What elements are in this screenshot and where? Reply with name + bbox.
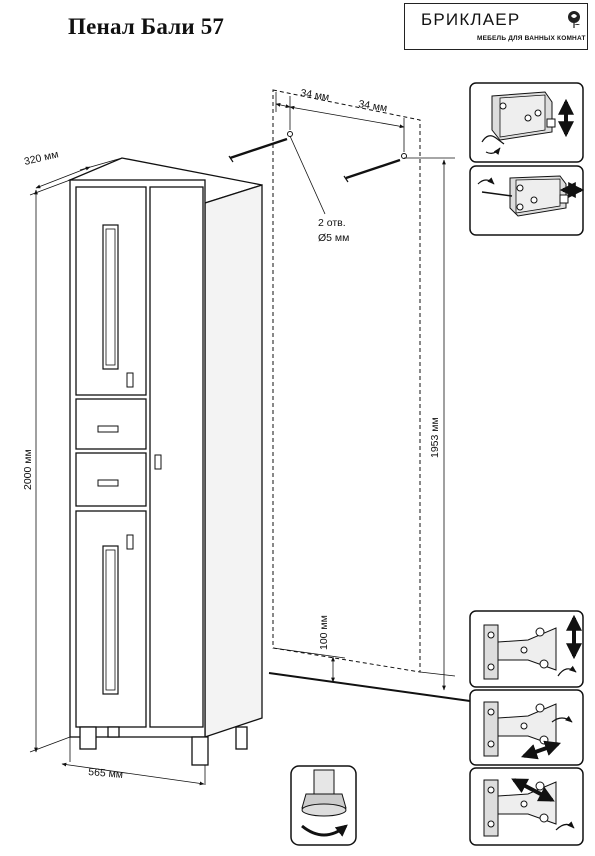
mount-height-label: 1953 мм <box>429 417 441 458</box>
holes-count-label: 2 отв. <box>318 217 346 229</box>
height-dimension-label: 2000 мм <box>22 449 34 490</box>
brand-tagline: МЕБЕЛЬ ДЛЯ ВАННЫХ КОМНАТ <box>477 35 586 42</box>
rose-icon <box>568 11 580 28</box>
hanger-adjust-depth-panel <box>469 165 585 236</box>
cabinet-dimension-lines <box>29 157 206 786</box>
brand-logo: БРИКЛАЕР МЕБЕЛЬ ДЛЯ ВАННЫХ КОМНАТ <box>404 3 588 50</box>
hanger-adjust-vertical-panel <box>469 82 584 163</box>
page-title: Пенал Бали 57 <box>68 14 225 39</box>
cabinet-drawing <box>67 157 263 766</box>
width-dimension-label: 565 мм <box>88 766 124 781</box>
floor-offset-label: 100 мм <box>318 615 330 650</box>
hinge-adjust-depth-panel <box>469 767 584 846</box>
hole-spacing-left-label: 34 мм <box>300 87 331 103</box>
depth-dimension-label: 320 мм <box>23 148 60 168</box>
hole-spacing-right-label: 34 мм <box>358 98 389 114</box>
foot-adjust-panel <box>290 765 357 846</box>
holes-diameter-label: Ø5 мм <box>318 232 349 244</box>
brand-name: БРИКЛАЕР <box>421 10 521 29</box>
hinge-adjust-vertical-panel <box>469 610 584 688</box>
hinge-adjust-horizontal-panel <box>469 689 584 766</box>
wall-mounting-scheme <box>228 89 471 702</box>
